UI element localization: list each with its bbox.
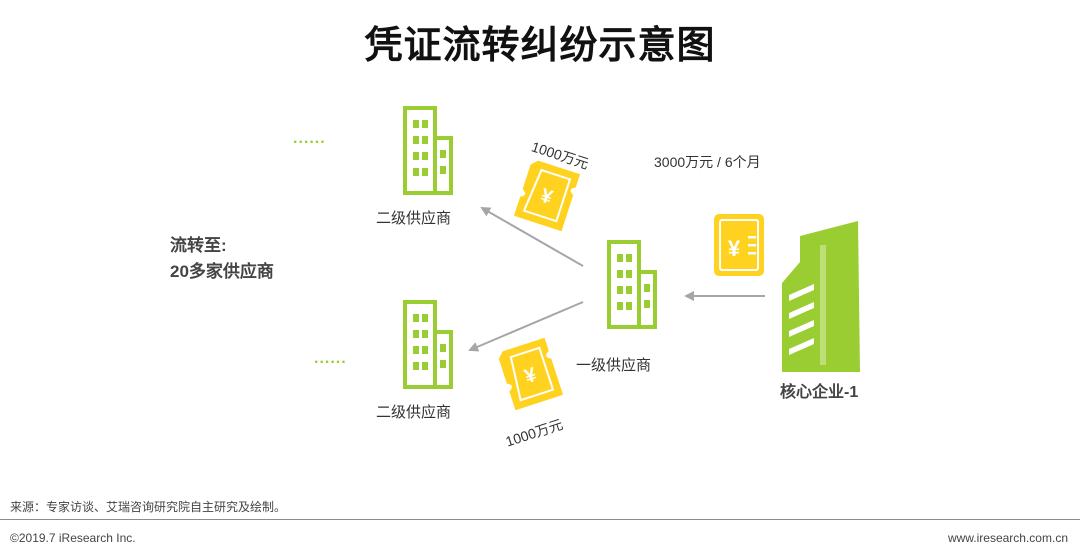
flow-note: 流转至: 20多家供应商 <box>170 233 274 285</box>
core-building-icon <box>782 221 860 372</box>
tier1-building-icon <box>607 240 657 329</box>
arrow-tier1-to-bottom <box>468 301 584 352</box>
page-title: 凭证流转纠纷示意图 <box>364 25 716 67</box>
tier1-label: 一级供应商 <box>576 357 652 374</box>
tier2-top-label: 二级供应商 <box>376 210 452 227</box>
svg-text:¥: ¥ <box>728 236 741 261</box>
website-link[interactable]: www.iresearch.com.cn <box>947 531 1068 545</box>
tier2-bottom-building-icon <box>403 300 453 389</box>
voucher-icon: ¥ <box>714 214 764 276</box>
source-note: 来源：专家访谈、艾瑞咨询研究院自主研究及绘制。 <box>10 500 287 514</box>
ticket-bottom-icon <box>495 336 565 412</box>
more-top-dots: ...... <box>293 130 326 147</box>
core-label: 核心企业-1 <box>780 384 859 401</box>
flow-diagram: ¥ ¥ <box>403 106 860 412</box>
footer-divider <box>0 519 1080 520</box>
core-amount-label: 3000万元 / 6个月 <box>654 154 761 170</box>
flow-note-line1: 流转至: <box>170 236 227 255</box>
tier2-bottom-label: 二级供应商 <box>376 404 452 421</box>
more-bottom-dots: ...... <box>314 350 347 367</box>
flow-note-line2: 20多家供应商 <box>170 262 274 281</box>
copyright: ©2019.7 iResearch Inc. <box>10 531 136 545</box>
arrow-tier1-to-top <box>480 207 584 267</box>
ticket-top-icon <box>512 157 582 233</box>
tier2-top-building-icon <box>403 106 453 195</box>
